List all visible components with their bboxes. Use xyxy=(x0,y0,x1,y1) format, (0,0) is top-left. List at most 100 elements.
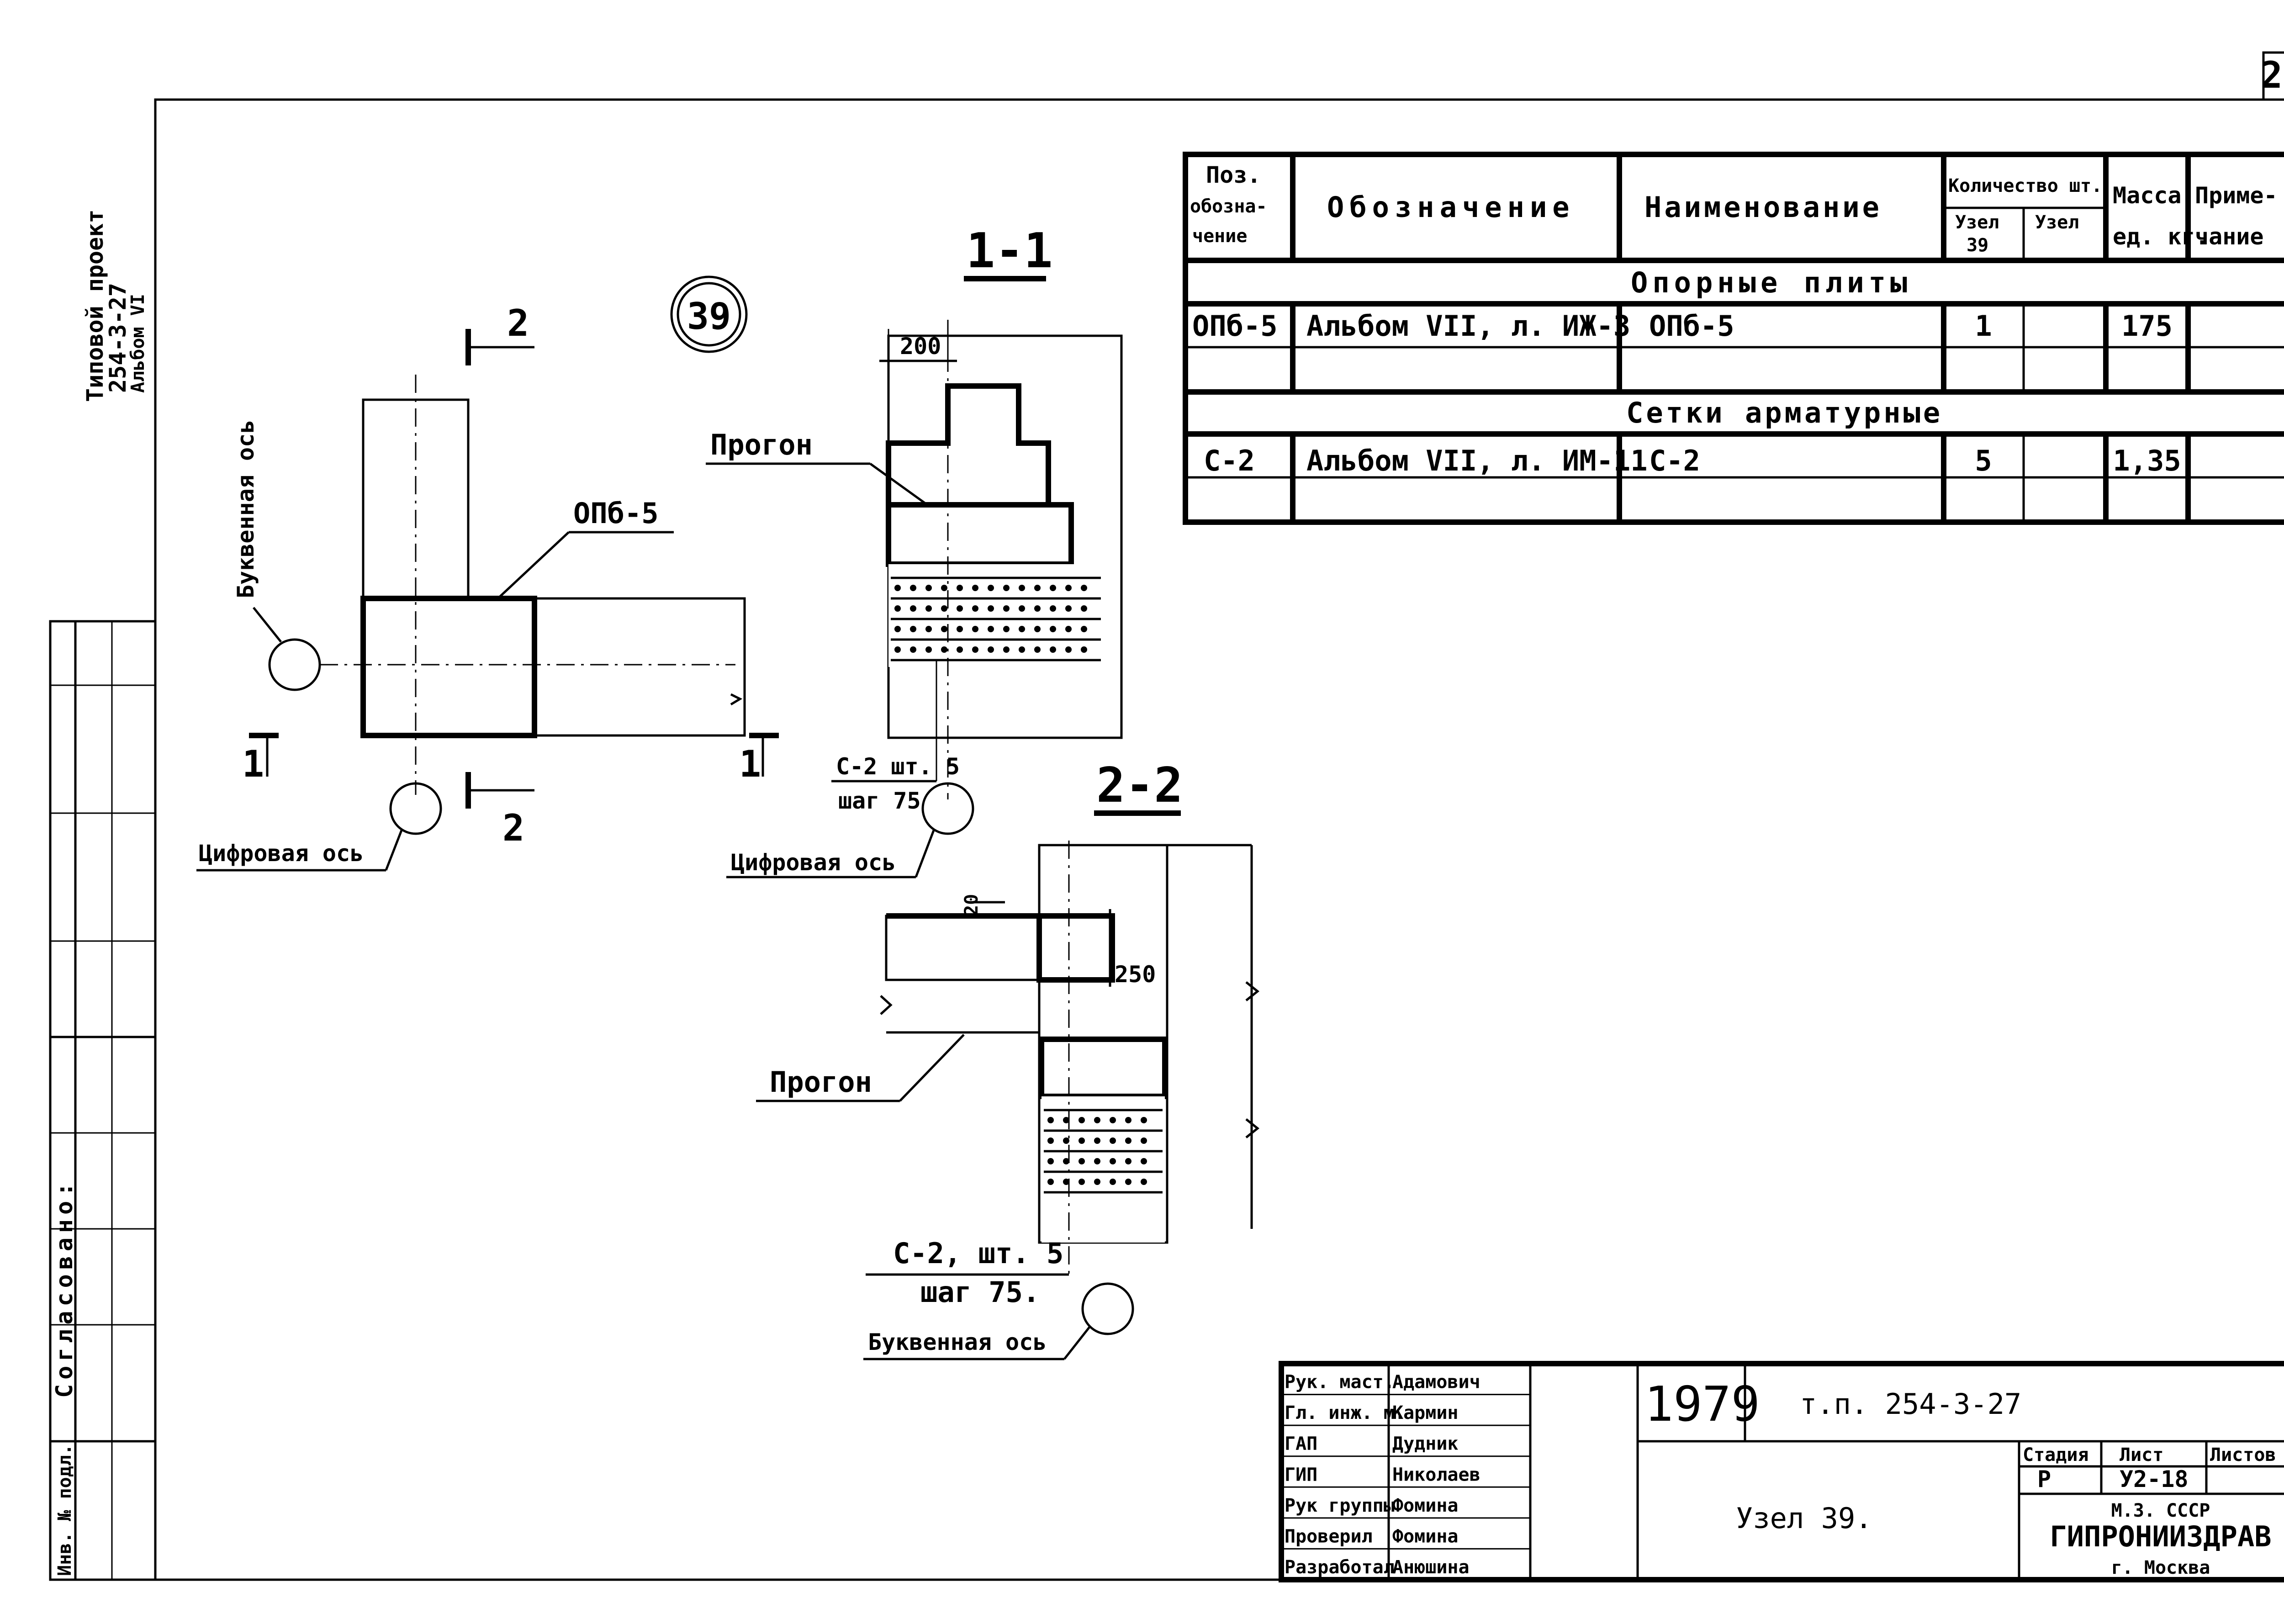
section-1-1-title: 1-1 xyxy=(966,223,1053,279)
tb-org-line3: г. Москва xyxy=(2111,1557,2210,1578)
node-badge-number: 39 xyxy=(687,295,731,338)
node-badge-circle xyxy=(670,275,748,353)
digit-axis-leader-1-1 xyxy=(915,829,936,878)
hdr-pos-3: чение xyxy=(1192,226,1247,247)
tb-person-name: Николаев xyxy=(1392,1464,1480,1485)
rebar-dot xyxy=(1094,1137,1100,1144)
hdr-qty-node39-2: 39 xyxy=(1967,235,1988,256)
rebar-dot xyxy=(1034,585,1041,591)
section-2-2: 2-2 20 250 Прогон С-2, шт. 5 шаг 75. xyxy=(756,757,1260,1360)
tb-stage: Р xyxy=(2037,1466,2051,1492)
rebar-dot xyxy=(972,646,978,653)
plan-break-mark xyxy=(730,693,743,706)
digit-axis-bubble xyxy=(389,782,442,835)
rebar-dot xyxy=(894,585,901,591)
inv-no-label: Инв. № подл. xyxy=(54,1444,75,1576)
rebar-dot xyxy=(925,646,932,653)
rebar-dot xyxy=(941,626,947,632)
rebar-dot xyxy=(957,605,963,612)
row1-qty: 1 xyxy=(1975,309,1992,343)
rebar-dot xyxy=(1079,1179,1085,1185)
rebar-dot xyxy=(925,605,932,612)
section-1-1-wall xyxy=(887,334,1123,739)
rebar-dot xyxy=(1034,605,1041,612)
dim-20-value: 20 xyxy=(961,894,982,916)
rebar-dot xyxy=(941,646,947,653)
tb-title: Узел 39. xyxy=(1736,1502,1872,1535)
rebar-dot xyxy=(1003,585,1010,591)
rebar-dot xyxy=(957,646,963,653)
section-1-1-bearing-plate xyxy=(886,502,1074,567)
rebar-dot xyxy=(1050,626,1056,632)
rebar-dot xyxy=(988,646,994,653)
letter-axis-bubble xyxy=(268,638,321,691)
section-2-2-purlin xyxy=(885,915,1114,981)
spec-table-border xyxy=(1183,152,2284,525)
rebar-dot xyxy=(1065,605,1072,612)
sheet-number-box xyxy=(2262,51,2284,101)
rebar-dot xyxy=(1065,585,1072,591)
plan-bearing-plate xyxy=(360,596,537,738)
cut-1-right-label: 1 xyxy=(739,743,761,785)
section-2-2-break xyxy=(1245,981,1260,1138)
group-bearing-plates: Опорные плиты xyxy=(1631,266,1912,299)
rebar-dot xyxy=(1019,646,1025,653)
project-line1: Типовой проект xyxy=(82,210,108,402)
row2-name: С-2 xyxy=(1649,444,1700,477)
hdr-designation: Обозначение xyxy=(1327,190,1575,224)
row1-designation: Альбом VII, л. ИЖ-3 xyxy=(1306,309,1630,343)
rebar-dot xyxy=(1050,605,1056,612)
opb-label: ОПб-5 xyxy=(573,497,659,530)
cut-2-top-label: 2 xyxy=(507,302,529,344)
rebar-dot xyxy=(1065,646,1072,653)
tb-person-name: Фомина xyxy=(1392,1526,1459,1547)
rebar-dot xyxy=(910,626,916,632)
section-2-2-slab-break xyxy=(880,995,893,1015)
rebar-dot xyxy=(1003,646,1010,653)
rebar-dot xyxy=(957,585,963,591)
tb-person-name: Фомина xyxy=(1392,1495,1459,1516)
hdr-pos-2: обозна- xyxy=(1190,196,1267,217)
mesh-label-2-2-line2: шаг 75. xyxy=(920,1275,1040,1309)
rebar-dot xyxy=(894,626,901,632)
plan-view: 2 2 1 1 ОПб-5 Буквенная ось Цифровая ось xyxy=(196,302,779,872)
letter-axis-label: Буквенная ось xyxy=(233,420,259,598)
tb-role: Гл. инж. м. xyxy=(1285,1402,1406,1423)
section-2-2-mesh xyxy=(1044,1109,1163,1194)
hdr-qty: Количество шт. xyxy=(1948,175,2102,196)
rebar-dot xyxy=(1110,1137,1116,1144)
rebar-dot xyxy=(1110,1179,1116,1185)
rebar-dot xyxy=(1110,1117,1116,1123)
tb-role: Рук группы xyxy=(1285,1495,1395,1516)
cut-1-left-label: 1 xyxy=(242,743,264,785)
rebar-dot xyxy=(1019,605,1025,612)
row2-designation: Альбом VII, л. ИМ-11 xyxy=(1306,444,1648,477)
rebar-dot xyxy=(1081,605,1087,612)
project-line3: Альбом VI xyxy=(127,294,148,393)
rebar-dot xyxy=(1050,646,1056,653)
tb-role: Разработал xyxy=(1285,1557,1395,1578)
tb-sheets-label: Листов xyxy=(2210,1444,2276,1465)
rebar-dot xyxy=(1094,1117,1100,1123)
node-badge-circle-inner xyxy=(677,282,741,347)
row1-pos: ОПб-5 xyxy=(1192,309,1278,343)
hdr-qty-node39-1: Узел xyxy=(1955,212,1999,233)
rebar-dot xyxy=(957,626,963,632)
digit-axis-label-1-1: Цифровая ось xyxy=(731,849,896,876)
dim-200-value: 200 xyxy=(900,333,941,360)
purlin-leader-1-1 xyxy=(869,462,928,506)
tb-sheet-label: Лист xyxy=(2120,1444,2163,1465)
rebar-dot xyxy=(894,605,901,612)
rebar-dot xyxy=(1065,626,1072,632)
rebar-dot xyxy=(1141,1137,1147,1144)
rebar-dot xyxy=(1034,646,1041,653)
spec-table: Поз. обозна- чение Обозначение Наименова… xyxy=(1183,152,2284,525)
rebar-dot xyxy=(1047,1158,1054,1164)
tb-role: ГАП xyxy=(1285,1434,1317,1455)
rebar-dot xyxy=(925,585,932,591)
rebar-dot xyxy=(1125,1137,1131,1144)
rebar-dot xyxy=(1063,1117,1069,1123)
row1-mass: 175 xyxy=(2121,309,2173,343)
cut-2-bottom-label: 2 xyxy=(502,807,524,849)
